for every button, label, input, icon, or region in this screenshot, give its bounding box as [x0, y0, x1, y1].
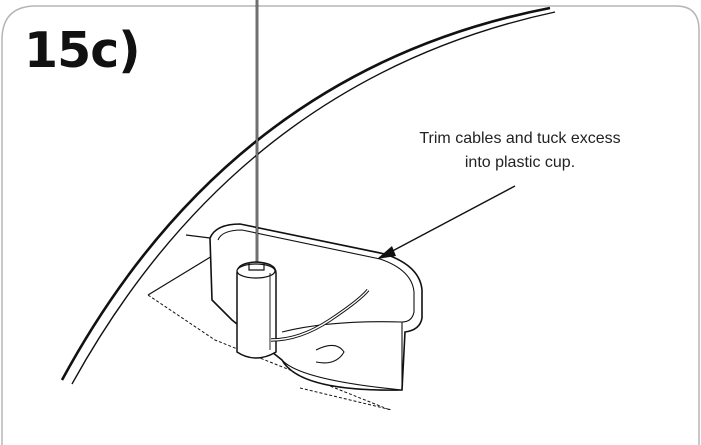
cable-gripper-collar	[248, 263, 265, 271]
cable-gripper-cap	[236, 263, 276, 279]
step-label: 15c)	[24, 22, 141, 79]
callout-line-1: Trim cables and tuck excess	[419, 130, 621, 147]
fixture-edge-outer	[60, 6, 551, 381]
excess-cable-highlight	[270, 289, 369, 341]
shelf-edge	[147, 234, 223, 296]
fixture-edge-inner	[71, 11, 556, 385]
callout-arrow-head	[377, 246, 396, 259]
plastic-cup-rim	[217, 229, 415, 323]
cable-gripper	[236, 261, 277, 359]
cutaway-outline	[147, 294, 393, 411]
plastic-cup-wall	[231, 319, 403, 391]
panel-border	[1, 5, 700, 445]
callout-line-2: into plastic cup.	[464, 154, 576, 171]
cable-hole	[315, 344, 345, 364]
callout-arrow-shaft	[382, 185, 516, 257]
callout-text: Trim cables and tuck excess into plastic…	[370, 127, 670, 175]
